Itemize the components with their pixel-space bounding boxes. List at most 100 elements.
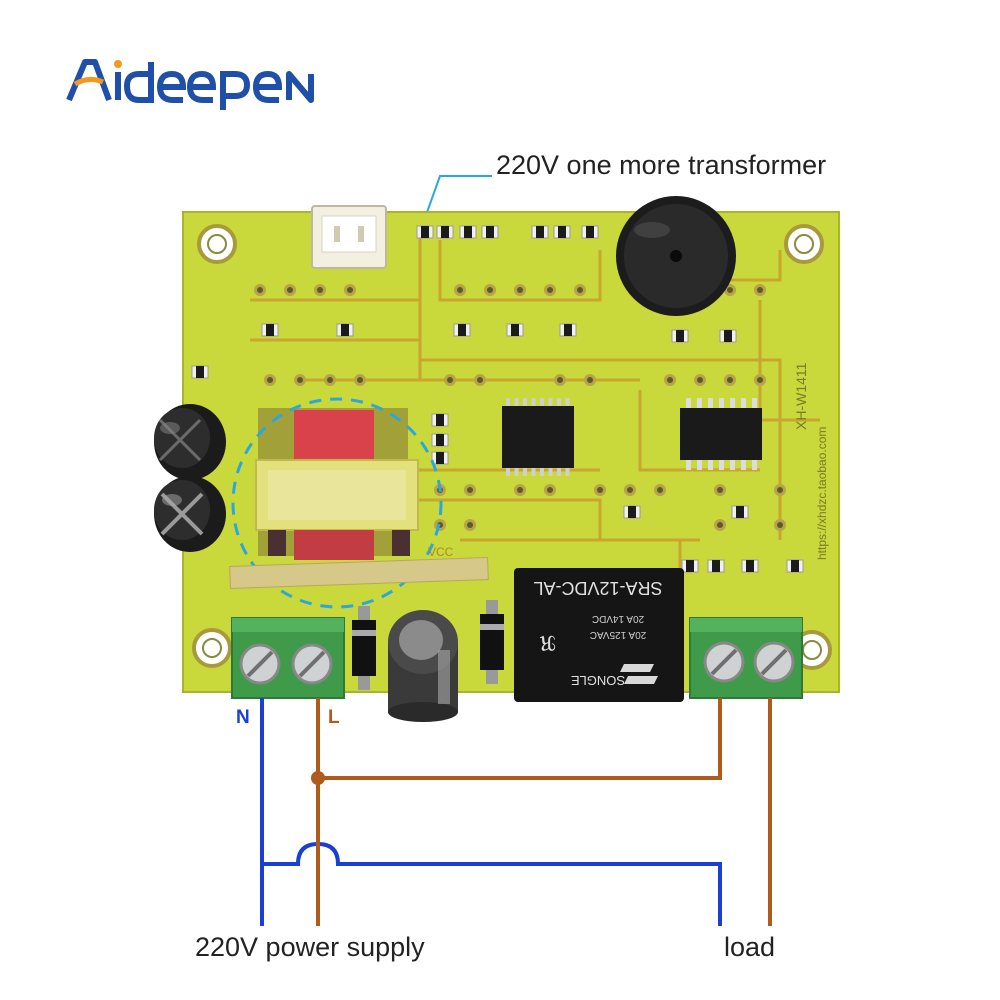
smd-component — [459, 225, 477, 239]
smd-component — [431, 413, 449, 427]
terminal-block-supply — [231, 617, 345, 699]
pcb-pad — [544, 484, 556, 496]
terminal-label-neutral: N — [236, 707, 250, 728]
mounting-hole-icon — [197, 224, 237, 264]
pcb-pad — [464, 484, 476, 496]
pcb-pad — [694, 374, 706, 386]
terminal-label-live: L — [328, 707, 340, 728]
transformer — [255, 408, 419, 560]
smd-component — [191, 365, 209, 379]
pcb-pad — [314, 284, 326, 296]
pcb-pad — [714, 484, 726, 496]
smd-components-top — [191, 225, 804, 573]
terminal-screw-icon — [291, 643, 333, 685]
transformer-highlight-circle — [231, 397, 443, 609]
smd-component — [553, 225, 571, 239]
power-supply-label: 220V power supply — [195, 932, 425, 962]
smd-component — [786, 559, 804, 573]
pcb-model-text: XH-W1411 — [793, 362, 809, 430]
relay-brand-text: SONGLE — [571, 673, 626, 688]
pcb-pad — [654, 484, 666, 496]
pcb-pad — [444, 374, 456, 386]
diode-left — [352, 606, 376, 690]
pcb-pad — [484, 284, 496, 296]
pcb-pad — [714, 519, 726, 531]
smd-component — [481, 225, 499, 239]
smd-component — [559, 323, 577, 337]
pcb-pad — [454, 284, 466, 296]
smd-component — [707, 559, 725, 573]
terminal-screw-icon — [703, 641, 745, 683]
pcb-pad — [554, 374, 566, 386]
brand-logo — [65, 52, 325, 112]
relay-rating-1: 20A 14VDC — [592, 613, 644, 624]
pcb-pad — [584, 374, 596, 386]
pcb-pad — [514, 284, 526, 296]
smd-component — [436, 225, 454, 239]
pcb-pads — [254, 284, 786, 531]
smd-component — [431, 451, 449, 465]
wire-neutral — [260, 698, 722, 926]
smd-component — [416, 225, 434, 239]
smd-component — [581, 225, 599, 239]
smd-component — [671, 329, 689, 343]
buzzer — [616, 196, 736, 316]
pcb-pad — [544, 284, 556, 296]
pcb-pad — [594, 484, 606, 496]
pcb-pad — [264, 374, 276, 386]
ic-u5 — [680, 398, 762, 470]
relay: SRA-12VDC-AL 20A 14VDC 20A 125VAC SONGLE… — [514, 568, 684, 702]
pcb-pad — [624, 484, 636, 496]
pcb-pad — [324, 374, 336, 386]
top-connector — [311, 205, 387, 269]
smd-component — [719, 329, 737, 343]
smd-component — [731, 505, 749, 519]
pcb-pad — [664, 374, 676, 386]
smd-component — [261, 323, 279, 337]
diode-right — [480, 600, 504, 684]
wiring — [260, 698, 772, 926]
relay-rating-2: 20A 125VAC — [590, 629, 647, 640]
wire-junction-icon — [311, 771, 325, 785]
relay-model-text: SRA-12VDC-AL — [533, 578, 662, 598]
wire-live — [316, 698, 772, 926]
smd-component — [336, 323, 354, 337]
smd-component — [506, 323, 524, 337]
pcb-site-text: https://xhdzc.taobao.com — [815, 427, 829, 560]
pcb-pad — [344, 284, 356, 296]
pcb-pad — [754, 284, 766, 296]
pcb-pad — [464, 519, 476, 531]
smd-component — [431, 433, 449, 447]
smd-component — [681, 559, 699, 573]
pcb-pad — [354, 374, 366, 386]
smd-component — [531, 225, 549, 239]
ic-u3 — [502, 398, 574, 476]
mounting-hole-icon — [784, 224, 824, 264]
smd-component — [453, 323, 471, 337]
pcb-pad — [514, 484, 526, 496]
pcb-pad — [474, 374, 486, 386]
pcb-board: VCC XH-W1411 https://xhdzc.taobao.com — [154, 196, 840, 722]
capacitor-left-top — [154, 404, 226, 480]
pcb-pad — [284, 284, 296, 296]
pcb-vcc-text: VCC — [428, 545, 454, 559]
header-strip — [229, 556, 489, 590]
pcb-pad — [724, 374, 736, 386]
terminal-screw-icon — [239, 643, 281, 685]
aideepen-logo-icon — [66, 59, 314, 110]
pcb-pad — [574, 284, 586, 296]
relay-logo-icon — [620, 664, 658, 684]
relay-ul-icon: ℜ — [539, 631, 556, 653]
smd-component — [741, 559, 759, 573]
pcb-pad — [774, 519, 786, 531]
pcb-pad — [254, 284, 266, 296]
smd-component — [623, 505, 641, 519]
pcb-pad — [754, 374, 766, 386]
capacitor-bottom — [388, 610, 458, 722]
pcb-pad — [774, 484, 786, 496]
callout-transformer-label: 220V one more transformer — [496, 150, 827, 180]
load-label: load — [724, 932, 776, 962]
terminal-screw-icon — [753, 641, 795, 683]
